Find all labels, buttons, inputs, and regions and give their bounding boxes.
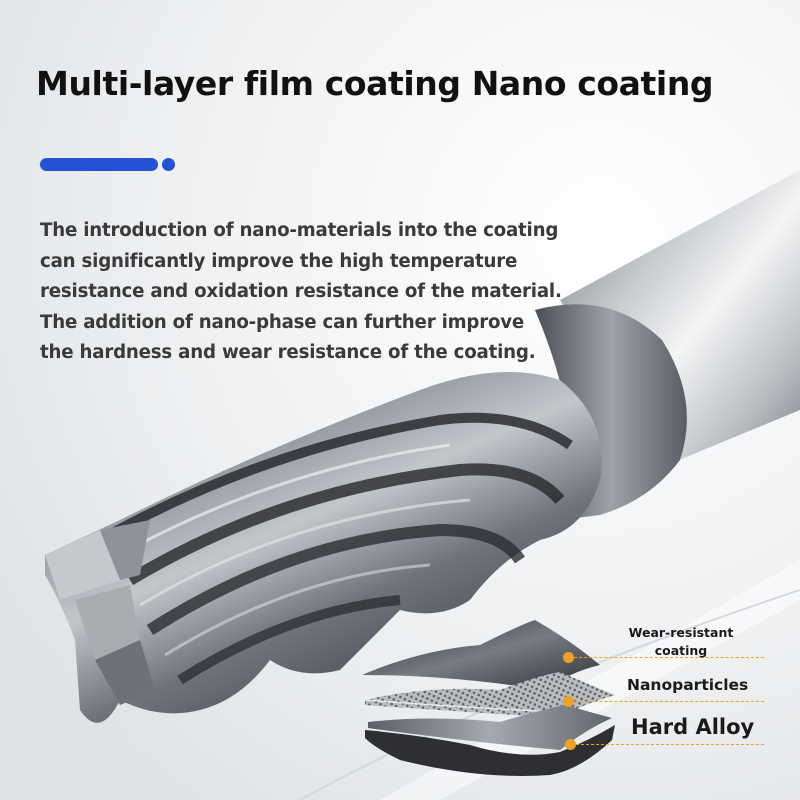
- wear-resistant-label-line: Wear-resistant: [628, 625, 734, 640]
- description-text: The introduction of nano-materials into …: [40, 216, 600, 369]
- description-line: can significantly improve the high tempe…: [40, 250, 518, 272]
- nanoparticles-leader: [574, 701, 764, 702]
- page-title: Multi-layer film coating Nano coating: [36, 64, 714, 103]
- nanoparticles-marker: [563, 696, 574, 707]
- wear-resistant-marker: [563, 652, 574, 663]
- description-line: The addition of nano-phase can further i…: [40, 311, 525, 333]
- hard-alloy-marker: [565, 739, 576, 750]
- nanoparticles-label: Nanoparticles: [627, 676, 749, 694]
- accent-bar: [40, 158, 158, 171]
- wear-resistant-label-line: coating: [654, 643, 708, 658]
- accent-dot: [162, 158, 175, 171]
- description-line: the hardness and wear resistance of the …: [40, 342, 536, 363]
- description-line: resistance and oxidation resistance of t…: [40, 281, 562, 302]
- hard-alloy-label: Hard Alloy: [631, 715, 755, 739]
- hard-alloy-leader: [576, 744, 764, 745]
- wear-resistant-coating-label: Wear-resistant coating: [620, 624, 742, 660]
- description-line: The introduction of nano-materials into …: [40, 220, 559, 241]
- wear-resistant-leader: [574, 657, 764, 658]
